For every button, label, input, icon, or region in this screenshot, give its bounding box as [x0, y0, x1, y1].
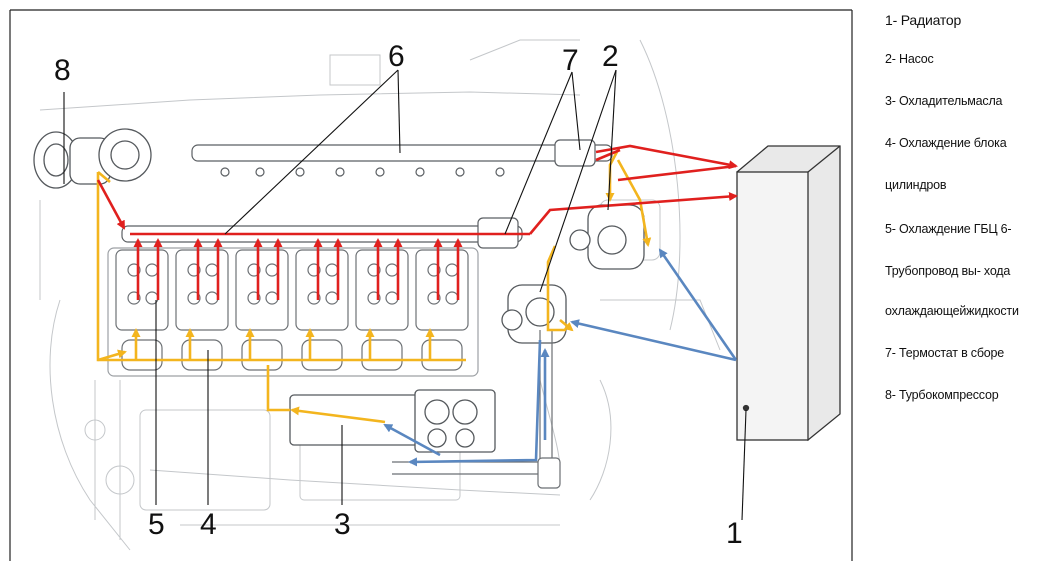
legend-item-5: 5- Охлаждение ГБЦ 6-	[885, 222, 1012, 236]
cylinder-head-4	[295, 249, 349, 371]
legend-item-4b: цилиндров	[885, 178, 947, 192]
cylinder-head-5	[355, 249, 409, 371]
cylinder-head-2	[175, 249, 229, 371]
callout-3: 3	[334, 508, 351, 541]
callout-1: 1	[726, 517, 743, 550]
radiator	[736, 145, 841, 442]
legend-item-7: 7- Термостат в сборе	[885, 346, 1005, 360]
upper-outlet-manifold	[191, 139, 613, 177]
cylinder-head-6	[415, 249, 469, 371]
water-pump-upper	[569, 204, 645, 270]
legend-item-1: 1- Радиатор	[885, 12, 962, 28]
legend-item-3: 3- Охладительмасла	[885, 94, 1003, 108]
diagram-frame	[9, 9, 853, 561]
cylinder-head-1	[115, 249, 169, 371]
cylinder-block	[107, 247, 479, 377]
legend-item-6: Трубопровод вы- хода	[885, 264, 1011, 278]
legend-item-8: 8- Турбокомпрессор	[885, 388, 999, 402]
legend-item-6b: охлаждающейжидкости	[885, 304, 1019, 318]
legend-item-2: 2- Насос	[885, 52, 934, 66]
yellow-flow	[96, 149, 652, 424]
oil-cooler	[289, 389, 496, 453]
legend: 1- Радиатор 2- Насос 3- Охладительмасла …	[885, 0, 1038, 561]
callout-6: 6	[388, 40, 405, 73]
callout-5: 5	[148, 508, 165, 541]
callout-numbers: 1 2 3 4 5 6 7 8	[54, 40, 743, 550]
callout-8: 8	[54, 54, 71, 87]
water-pump-lower	[501, 284, 567, 344]
blue-flow	[383, 248, 738, 467]
turbocharger	[33, 128, 152, 189]
callout-7: 7	[562, 44, 579, 77]
callout-leaders	[63, 69, 747, 521]
legend-item-4: 4- Охлаждение блока	[885, 136, 1007, 150]
cylinder-head-3	[235, 249, 289, 371]
red-flow	[96, 144, 738, 300]
callout-4: 4	[200, 508, 217, 541]
callout-2: 2	[602, 40, 619, 73]
